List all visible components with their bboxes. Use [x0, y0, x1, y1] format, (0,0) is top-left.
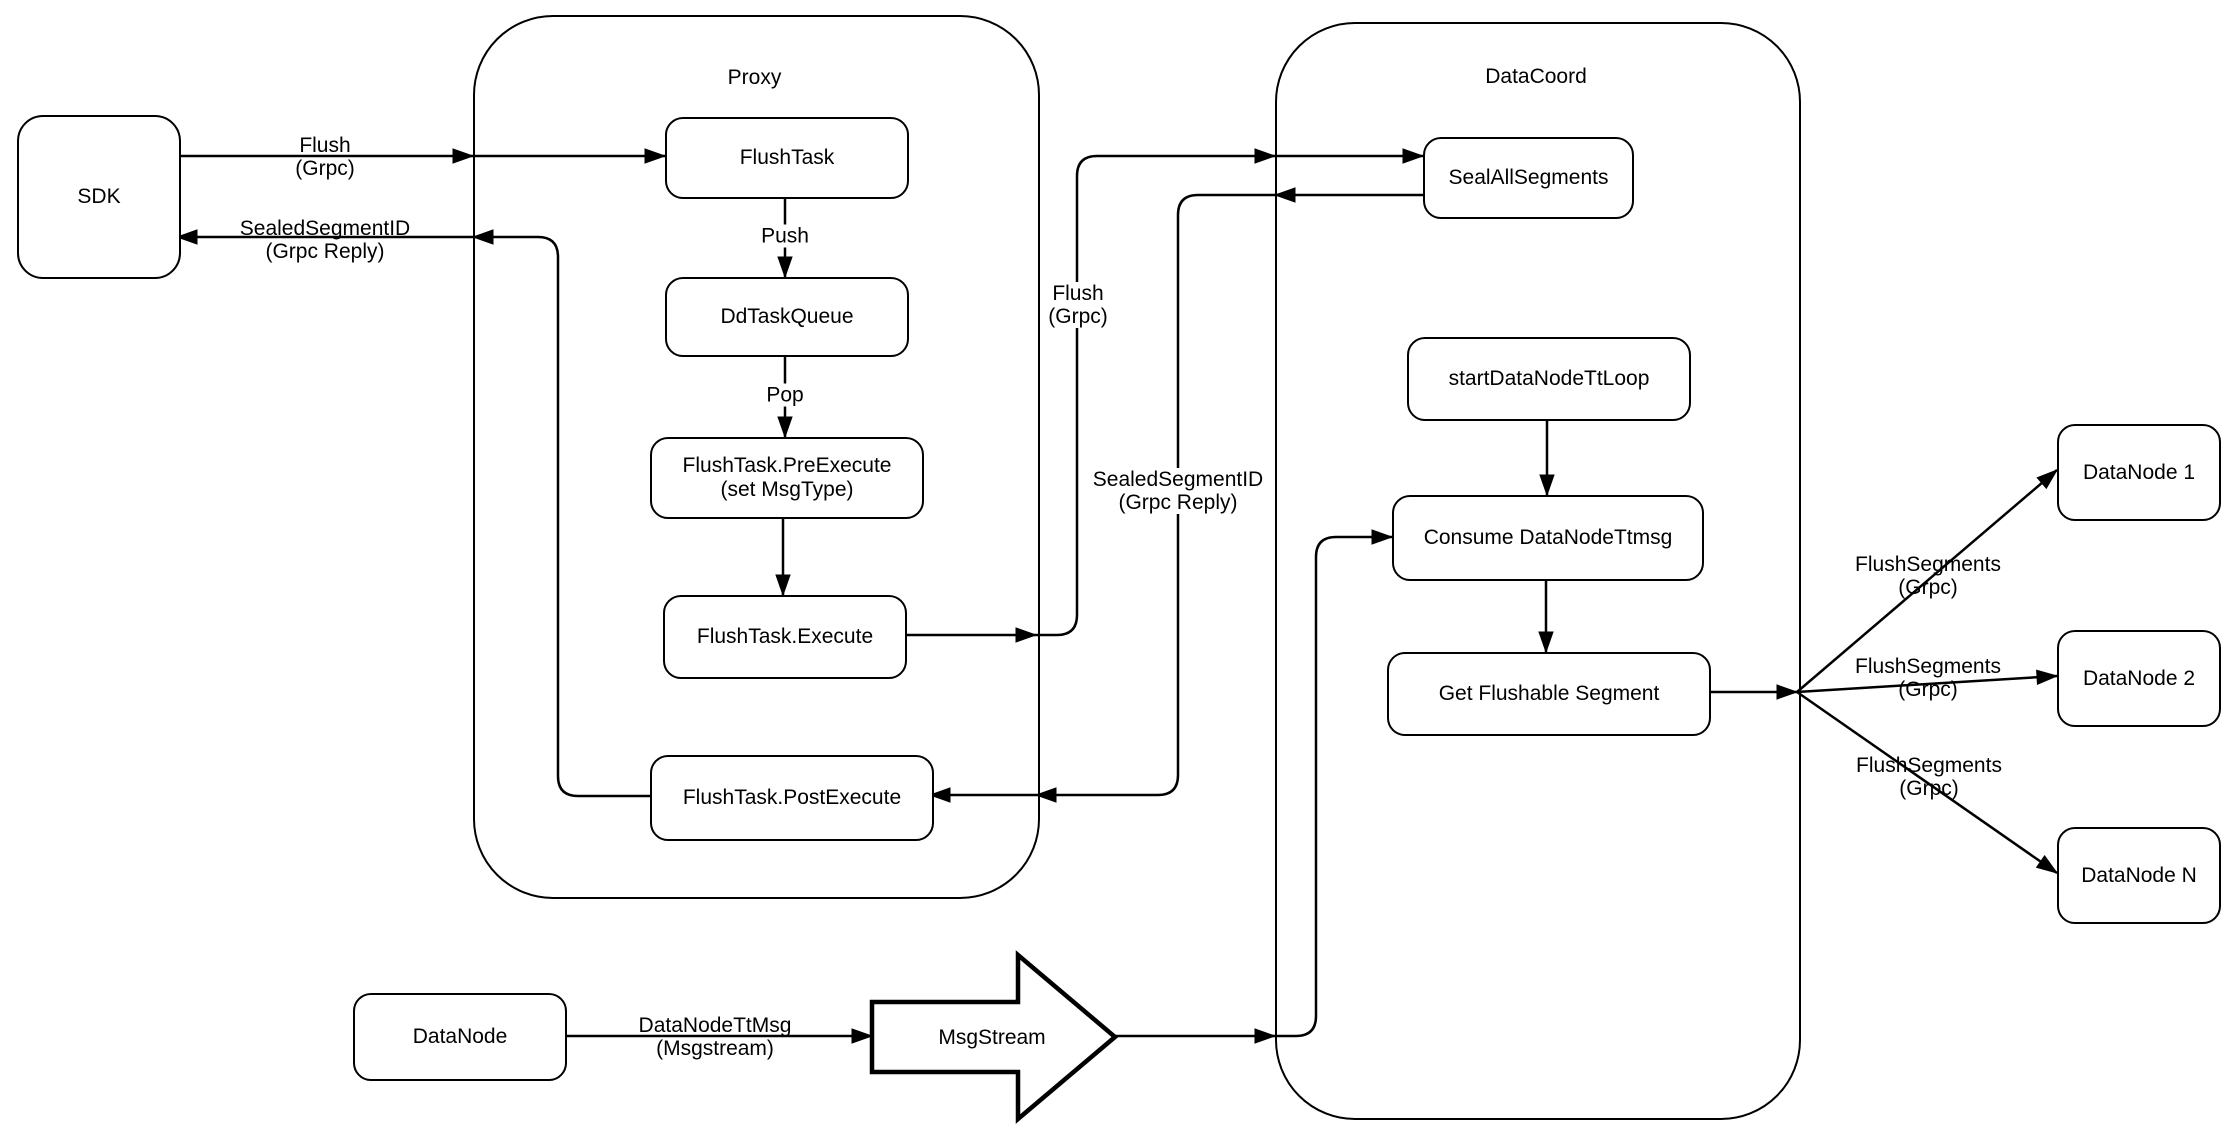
label-sealedsegmentid-datacoord-proxy: SealedSegmentID (Grpc Reply) [1089, 468, 1267, 514]
msgstream-label: MsgStream [938, 1026, 1046, 1049]
edge-fan-datanoden [1796, 690, 2057, 875]
label-sealedsegmentid-proxy-sdk: SealedSegmentID (Grpc Reply) [239, 217, 411, 263]
label-datanodettmsg: DataNodeTtMsg (Msgstream) [638, 1014, 792, 1060]
node-flushtask-preexecute: FlushTask.PreExecute (set MsgType) [650, 437, 924, 519]
node-datanode-2: DataNode 2 [2057, 630, 2221, 727]
node-sealallsegments: SealAllSegments [1423, 137, 1634, 219]
node-sdk: SDK [17, 115, 181, 279]
edge-fan-datanode2 [1796, 676, 2057, 694]
label-flushsegments-2: FlushSegments (Grpc) [1855, 655, 2001, 701]
edge-datacoordborder-consume [1275, 537, 1392, 1038]
msgstream-shape [869, 950, 1119, 1124]
datacoord-title: DataCoord [1485, 65, 1587, 88]
label-flushsegments-1: FlushSegments (Grpc) [1855, 553, 2001, 599]
node-ddtaskqueue: DdTaskQueue [665, 277, 909, 357]
node-flushtask-postexecute: FlushTask.PostExecute [650, 755, 934, 841]
node-flushtask: FlushTask [665, 117, 909, 199]
node-datanode-1: DataNode 1 [2057, 424, 2221, 521]
label-flush-sdk-proxy: Flush (Grpc) [295, 134, 355, 180]
proxy-title: Proxy [727, 66, 782, 89]
label-push: Push [758, 224, 812, 248]
edge-fan-datanode1 [1796, 470, 2057, 693]
node-get-flushable-segment: Get Flushable Segment [1387, 652, 1711, 736]
label-pop: Pop [763, 383, 807, 407]
edge-proxyborder-datacoordborder [1036, 156, 1275, 637]
node-flushtask-execute: FlushTask.Execute [663, 595, 907, 679]
label-flushsegments-n: FlushSegments (Grpc) [1856, 754, 2002, 800]
node-startdatanodettloop: startDataNodeTtLoop [1407, 337, 1691, 421]
node-datanode: DataNode [353, 993, 567, 1081]
node-datanode-n: DataNode N [2057, 827, 2221, 924]
node-consume-datanodettmsg: Consume DataNodeTtmsg [1392, 495, 1704, 581]
label-flush-proxy-datacoord: Flush (Grpc) [1045, 282, 1111, 328]
edge-postexecute-proxyborder [473, 237, 650, 798]
